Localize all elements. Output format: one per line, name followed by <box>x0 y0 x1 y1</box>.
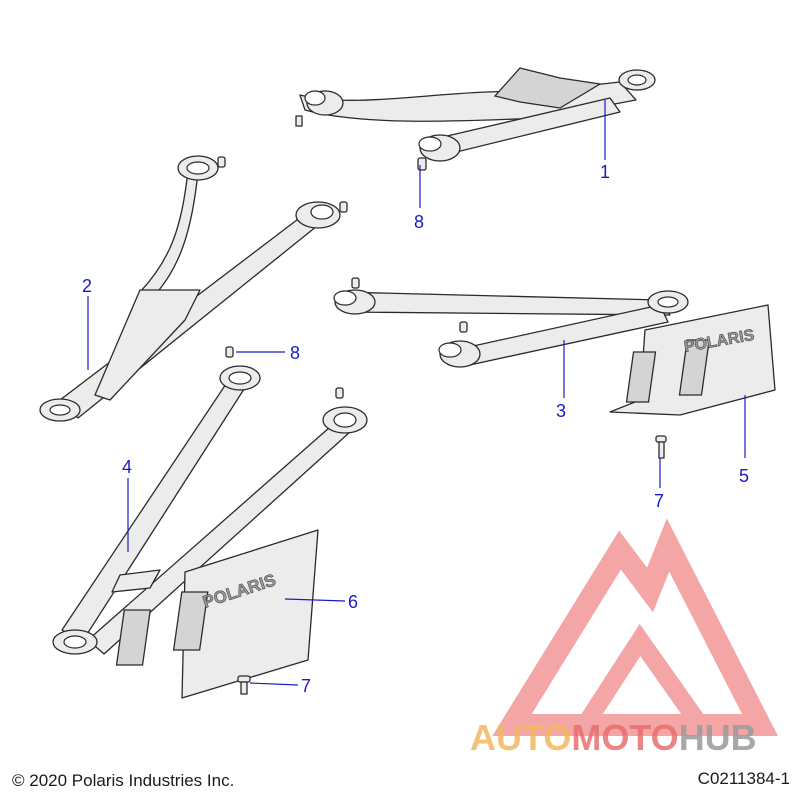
leader-lines <box>87 100 746 686</box>
part-4-lower-arm <box>52 346 368 655</box>
callout-8-mid: 8 <box>290 343 300 363</box>
callout-8-top: 8 <box>414 212 424 232</box>
callout-6: 6 <box>348 592 358 612</box>
callout-3: 3 <box>556 401 566 421</box>
part-2-upper-arm <box>39 155 348 422</box>
callout-5: 5 <box>739 466 749 486</box>
part-6-guard: POLARIS <box>115 529 319 699</box>
callout-2: 2 <box>82 276 92 296</box>
callout-1: 1 <box>600 162 610 182</box>
part-3-lower-arm <box>333 277 689 368</box>
copyright-notice: © 2020 Polaris Industries Inc. <box>12 771 235 790</box>
watermark-text: AUTOMOTOHUB <box>470 717 757 758</box>
bolt-7b <box>237 675 251 695</box>
diagram-code: C0211384-1 <box>697 769 790 788</box>
part-5-guard: POLARIS <box>609 304 776 416</box>
bolt-7a <box>655 435 667 459</box>
callout-7-bottom: 7 <box>301 676 311 696</box>
watermark-logo <box>492 518 778 736</box>
callout-4: 4 <box>122 457 132 477</box>
grease-fitting-8a <box>417 157 427 171</box>
callout-7-right: 7 <box>654 491 664 511</box>
callouts: 1 8 2 8 3 4 5 7 6 7 <box>82 162 749 696</box>
part-1-upper-arm <box>295 67 656 162</box>
